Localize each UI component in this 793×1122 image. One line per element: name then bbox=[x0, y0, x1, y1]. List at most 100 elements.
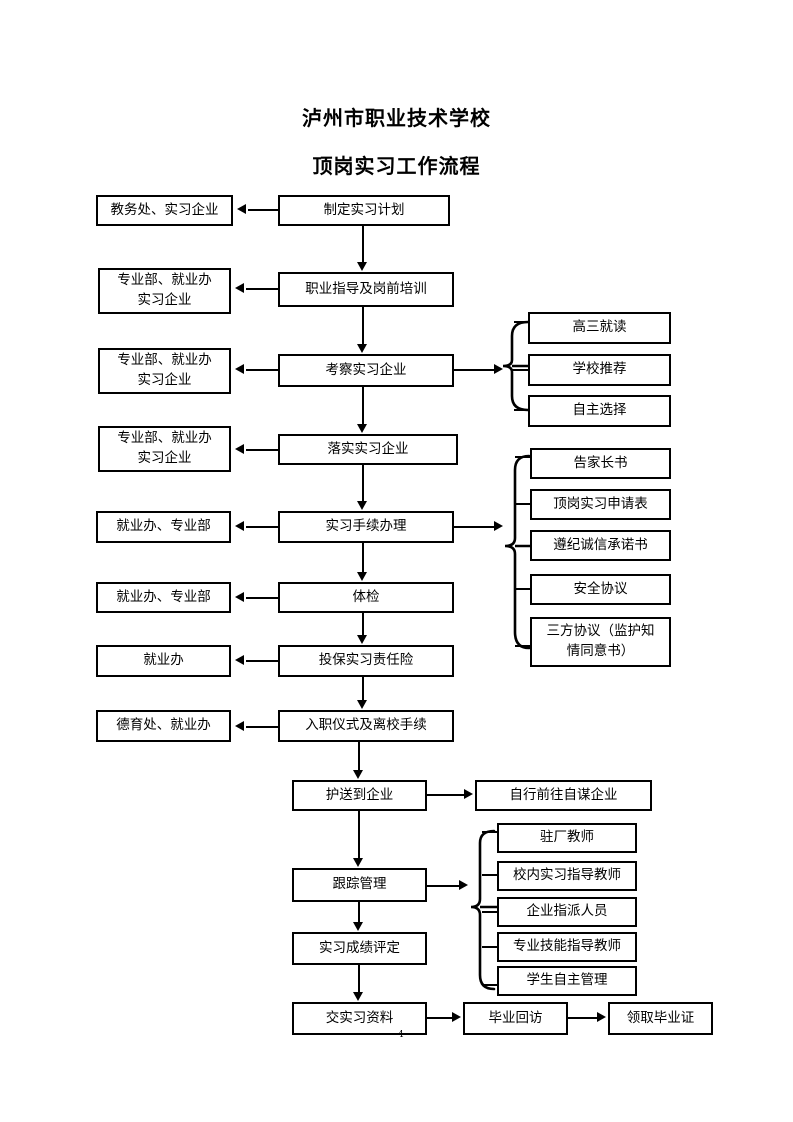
connector-brace-doc-tripart bbox=[515, 645, 530, 648]
connector-brace-source-grade3 bbox=[514, 321, 530, 324]
connector-tracking-roles bbox=[427, 885, 460, 888]
connector-brace-role-factory bbox=[482, 831, 497, 834]
branch-box-role-company[interactable]: 企业指派人员 bbox=[497, 897, 637, 927]
arrowhead-procedures bbox=[357, 501, 367, 510]
arrowhead-unit-confirm bbox=[235, 444, 244, 454]
page-title-line1: 泸州市职业技术学校 bbox=[302, 106, 491, 130]
branch-label: 告家长书 bbox=[573, 454, 628, 471]
connector-grading-submit bbox=[358, 965, 361, 993]
branch-box-source-self[interactable]: 自主选择 bbox=[528, 395, 671, 427]
unit-label: 专业部、就业办 实习企业 bbox=[117, 272, 212, 308]
connector-brace-source-self bbox=[514, 409, 530, 412]
step-box-submit-docs[interactable]: 交实习资料 bbox=[292, 1002, 427, 1035]
branch-label: 三方协议（监护知 情同意书） bbox=[546, 623, 655, 659]
step-box-plan[interactable]: 制定实习计划 bbox=[278, 195, 450, 226]
step-box-revisit[interactable]: 毕业回访 bbox=[463, 1002, 568, 1035]
arrowhead-sources bbox=[494, 364, 503, 374]
connector-revisit-certificate bbox=[568, 1017, 598, 1020]
branch-box-role-student[interactable]: 学生自主管理 bbox=[497, 966, 637, 996]
connector-plan-guidance bbox=[362, 226, 365, 263]
connector-brace-doc-pledge bbox=[515, 545, 530, 548]
branch-label: 高三就读 bbox=[572, 319, 627, 336]
step-box-insurance[interactable]: 投保实习责任险 bbox=[278, 645, 454, 677]
unit-label: 就业办、专业部 bbox=[116, 518, 211, 535]
step-box-confirm[interactable]: 落实实习企业 bbox=[278, 434, 458, 465]
step-box-certificate[interactable]: 领取毕业证 bbox=[608, 1002, 713, 1035]
branch-box-doc-pledge[interactable]: 遵纪诚信承诺书 bbox=[530, 530, 671, 561]
arrowhead-confirm bbox=[357, 424, 367, 433]
step-label: 落实实习企业 bbox=[327, 440, 409, 457]
page-title-line2: 顶岗实习工作流程 bbox=[312, 154, 481, 178]
step-box-escort[interactable]: 护送到企业 bbox=[292, 780, 427, 811]
connector-insurance-onboarding bbox=[362, 677, 365, 701]
connector-brace-role-school bbox=[482, 874, 497, 877]
connector-inspect-unit bbox=[246, 369, 279, 372]
connector-brace-doc-parent bbox=[515, 456, 530, 459]
connector-brace-doc-safety bbox=[515, 588, 530, 591]
step-box-tracking[interactable]: 跟踪管理 bbox=[292, 868, 427, 902]
connector-onboarding-escort bbox=[358, 742, 361, 771]
connector-guidance-inspect bbox=[362, 307, 365, 345]
arrowhead-selfseek bbox=[464, 789, 473, 799]
unit-box-confirm[interactable]: 专业部、就业办 实习企业 bbox=[98, 426, 231, 472]
branch-box-source-grade3[interactable]: 高三就读 bbox=[528, 312, 671, 344]
step-label: 护送到企业 bbox=[325, 786, 394, 803]
branch-box-doc-parent[interactable]: 告家长书 bbox=[530, 448, 671, 479]
arrowhead-inspect bbox=[357, 344, 367, 353]
connector-insurance-unit bbox=[246, 660, 279, 663]
branch-box-role-school[interactable]: 校内实习指导教师 bbox=[497, 861, 637, 891]
unit-box-procedures[interactable]: 就业办、专业部 bbox=[96, 511, 231, 543]
unit-box-plan[interactable]: 教务处、实习企业 bbox=[96, 195, 233, 226]
step-box-physical[interactable]: 体检 bbox=[278, 582, 454, 613]
branch-box-doc-tripart[interactable]: 三方协议（监护知 情同意书） bbox=[530, 617, 671, 667]
arrowhead-certificate bbox=[597, 1012, 606, 1022]
step-label: 职业指导及岗前培训 bbox=[305, 280, 427, 297]
unit-label: 就业办、专业部 bbox=[116, 588, 211, 605]
step-box-self-seek[interactable]: 自行前往自谋企业 bbox=[475, 780, 652, 811]
step-box-inspect[interactable]: 考察实习企业 bbox=[278, 354, 454, 387]
branch-box-role-skill[interactable]: 专业技能指导教师 bbox=[497, 932, 637, 962]
step-box-onboarding[interactable]: 入职仪式及离校手续 bbox=[278, 710, 454, 742]
arrowhead-tracking bbox=[353, 858, 363, 867]
connector-brace-doc-apply bbox=[515, 503, 530, 506]
connector-onboarding-unit bbox=[246, 726, 279, 729]
branch-label: 驻厂教师 bbox=[540, 829, 594, 846]
branch-box-doc-safety[interactable]: 安全协议 bbox=[530, 574, 671, 605]
connector-guidance-unit bbox=[246, 288, 279, 291]
step-box-grading[interactable]: 实习成绩评定 bbox=[292, 932, 427, 965]
step-label: 毕业回访 bbox=[488, 1009, 543, 1026]
connector-escort-tracking bbox=[358, 811, 361, 859]
unit-label: 教务处、实习企业 bbox=[110, 201, 219, 218]
unit-box-inspect[interactable]: 专业部、就业办 实习企业 bbox=[98, 348, 231, 394]
connector-brace-role-company bbox=[482, 911, 497, 914]
branch-label: 遵纪诚信承诺书 bbox=[553, 536, 648, 553]
arrowhead-grading bbox=[353, 922, 363, 931]
branch-label: 学生自主管理 bbox=[526, 972, 608, 989]
step-label: 实习成绩评定 bbox=[319, 939, 400, 956]
brace-documents bbox=[502, 452, 532, 652]
connector-inspect-sources bbox=[454, 369, 495, 372]
connector-brace-source-school bbox=[512, 369, 530, 372]
connector-confirm-procedures bbox=[362, 465, 365, 502]
unit-label: 专业部、就业办 实习企业 bbox=[117, 352, 212, 388]
brace-enterprise-sources bbox=[500, 318, 530, 414]
branch-label: 安全协议 bbox=[573, 580, 628, 597]
step-box-procedures[interactable]: 实习手续办理 bbox=[278, 511, 454, 543]
arrowhead-onboarding bbox=[357, 700, 367, 709]
branch-label: 自主选择 bbox=[572, 402, 627, 419]
arrowhead-roles bbox=[459, 880, 468, 890]
branch-box-doc-apply[interactable]: 顶岗实习申请表 bbox=[530, 489, 671, 520]
branch-label: 企业指派人员 bbox=[526, 903, 608, 920]
unit-box-physical[interactable]: 就业办、专业部 bbox=[96, 582, 231, 613]
step-box-guidance[interactable]: 职业指导及岗前培训 bbox=[278, 272, 454, 307]
page-number: 4 bbox=[398, 1030, 404, 1040]
branch-box-source-school[interactable]: 学校推荐 bbox=[528, 354, 671, 386]
unit-box-onboarding[interactable]: 德育处、就业办 bbox=[96, 710, 231, 742]
unit-box-guidance[interactable]: 专业部、就业办 实习企业 bbox=[98, 268, 231, 314]
connector-confirm-unit bbox=[246, 449, 279, 452]
step-label: 交实习资料 bbox=[325, 1009, 394, 1026]
connector-brace-role-skill bbox=[482, 946, 497, 949]
branch-label: 顶岗实习申请表 bbox=[553, 495, 648, 512]
unit-box-insurance[interactable]: 就业办 bbox=[96, 645, 231, 677]
branch-box-role-factory[interactable]: 驻厂教师 bbox=[497, 823, 637, 853]
